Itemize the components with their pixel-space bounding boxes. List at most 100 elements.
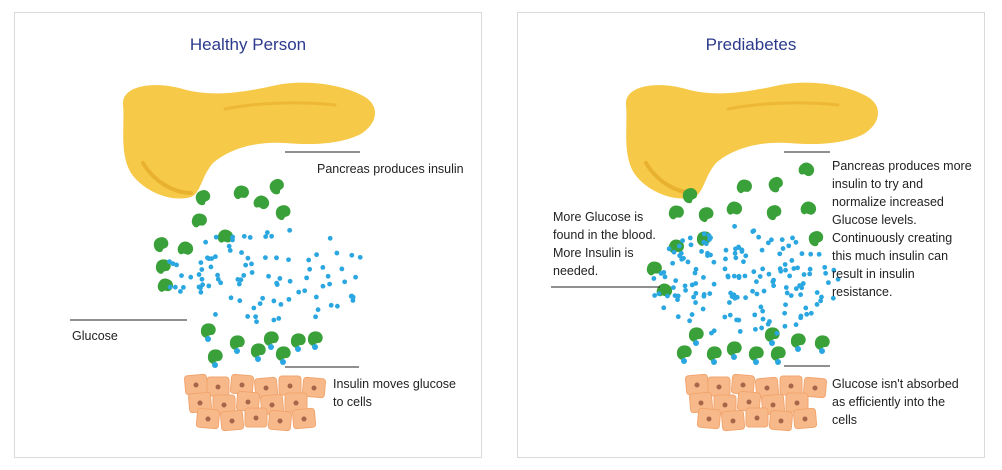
glucose-dot-icon	[760, 266, 766, 272]
insulin-icon	[726, 341, 742, 360]
glucose-dot-icon	[274, 280, 280, 286]
glucose-dot-icon	[789, 258, 795, 263]
glucose-dot-icon	[804, 311, 810, 317]
glucose-dot-icon	[737, 329, 743, 334]
glucose-dot-icon	[799, 251, 805, 257]
glucose-dot-icon	[662, 274, 668, 280]
glucose-dot-icon	[793, 286, 799, 292]
glucose-dot-icon	[701, 274, 706, 280]
glucose-dot-icon	[666, 246, 672, 252]
glucose-dot-icon	[675, 314, 681, 320]
glucose-dot-icon	[707, 291, 713, 297]
glucose-dot-icon	[723, 256, 728, 262]
glucose-dot-icon	[681, 358, 687, 364]
glucose-dot-icon	[253, 314, 259, 320]
glucose-dot-icon	[320, 283, 326, 289]
glucose-dot-icon	[793, 322, 799, 328]
insulin-icon	[768, 176, 783, 193]
glucose-dot-icon	[230, 234, 236, 240]
glucose-dot-icon	[234, 348, 240, 354]
glucose-dot-icon	[807, 271, 813, 277]
glucose-dot-icon	[774, 330, 780, 336]
glucose-dot-icon	[727, 300, 732, 305]
glucose-dot-icon	[213, 254, 218, 260]
glucose-dot-icon	[803, 305, 809, 311]
glucose-dot-icon	[759, 247, 765, 253]
glucose-dot-icon	[782, 310, 788, 316]
glucose-dot-icon	[213, 312, 218, 317]
glucose-dot-icon	[822, 264, 828, 270]
insulin-icon	[233, 185, 249, 200]
leader-lines	[70, 151, 360, 368]
glucose-dot-icon	[687, 235, 693, 241]
glucose-dot-icon	[665, 293, 670, 299]
glucose-dot-icon	[260, 295, 266, 301]
glucose-dot-icon	[269, 233, 275, 239]
glucose-dot-icon	[830, 295, 836, 301]
insulin-molecules	[153, 178, 323, 368]
glucose-dot-icon	[257, 301, 263, 306]
glucose-dot-icon	[251, 305, 257, 311]
prediabetes-panel: Prediabetes More Glucose is found in the…	[517, 12, 985, 458]
body-cells-icon	[184, 373, 326, 432]
glucose-dot-icon	[741, 259, 746, 265]
glucose-dot-icon	[782, 262, 788, 267]
glucose-dot-icon	[167, 259, 172, 265]
glucose-dot-icon	[689, 282, 695, 288]
insulin-icon	[748, 346, 764, 365]
glucose-dot-icon	[732, 223, 738, 229]
glucose-dot-icon	[825, 280, 831, 286]
glucose-dot-icon	[782, 323, 788, 329]
insulin-icon	[157, 278, 174, 292]
glucose-dot-icon	[751, 228, 757, 234]
insulin-icon	[195, 190, 211, 206]
glucose-dot-icon	[705, 253, 710, 258]
glucose-dot-icon	[700, 306, 706, 312]
glucose-dot-icon	[266, 273, 271, 279]
glucose-dot-icon	[819, 348, 825, 354]
glucose-dot-icon	[759, 325, 764, 331]
body-cells-icon	[685, 373, 827, 432]
glucose-dot-icon	[200, 282, 206, 288]
glucose-dot-icon	[304, 275, 310, 281]
glucose-dot-icon	[239, 250, 244, 255]
glucose-dot-icon	[709, 330, 714, 336]
glucose-dot-icon	[691, 294, 696, 300]
glucose-label: Glucose	[72, 329, 118, 343]
glucose-dot-icon	[753, 326, 758, 332]
glucose-dot-icon	[174, 262, 179, 268]
healthy-illustration	[70, 82, 376, 432]
glucose-dot-icon	[769, 340, 775, 346]
glucose-dot-icon	[226, 243, 232, 249]
glucose-dot-icon	[271, 317, 277, 323]
glucose-dot-icon	[722, 314, 728, 320]
glucose-dot-icon	[795, 346, 801, 352]
glucose-dot-icon	[205, 336, 211, 342]
panel-title: Prediabetes	[705, 35, 797, 54]
glucose-dot-icon	[328, 302, 334, 308]
insulin-icon	[814, 335, 830, 354]
glucose-dot-icon	[673, 278, 679, 284]
insulin-icon	[676, 345, 692, 364]
panel-title: Healthy Person	[189, 35, 307, 54]
pancreas-icon	[122, 82, 376, 199]
glucose-dot-icon	[734, 294, 740, 300]
glucose-dot-icon	[271, 298, 277, 304]
glucose-dot-icon	[793, 239, 799, 245]
glucose-dot-icon	[783, 285, 789, 290]
glucose-dot-icon	[757, 274, 763, 279]
glucose-dot-icon	[349, 252, 355, 258]
glucose-dot-icon	[286, 296, 292, 302]
glucose-dot-icon	[306, 257, 312, 263]
glucose-dot-icon	[814, 290, 820, 295]
insulin-icon	[250, 343, 266, 362]
glucose-dot-icon	[711, 359, 717, 365]
insulin-icon	[808, 231, 824, 247]
glucose-dot-icon	[661, 270, 667, 275]
glucose-dot-icon	[286, 257, 291, 263]
insulin-icon	[790, 333, 806, 352]
glucose-dot-icon	[693, 340, 699, 346]
glucose-dot-icon	[742, 273, 748, 279]
glucose-dot-icon	[711, 259, 717, 265]
insulin-icon	[668, 205, 684, 220]
